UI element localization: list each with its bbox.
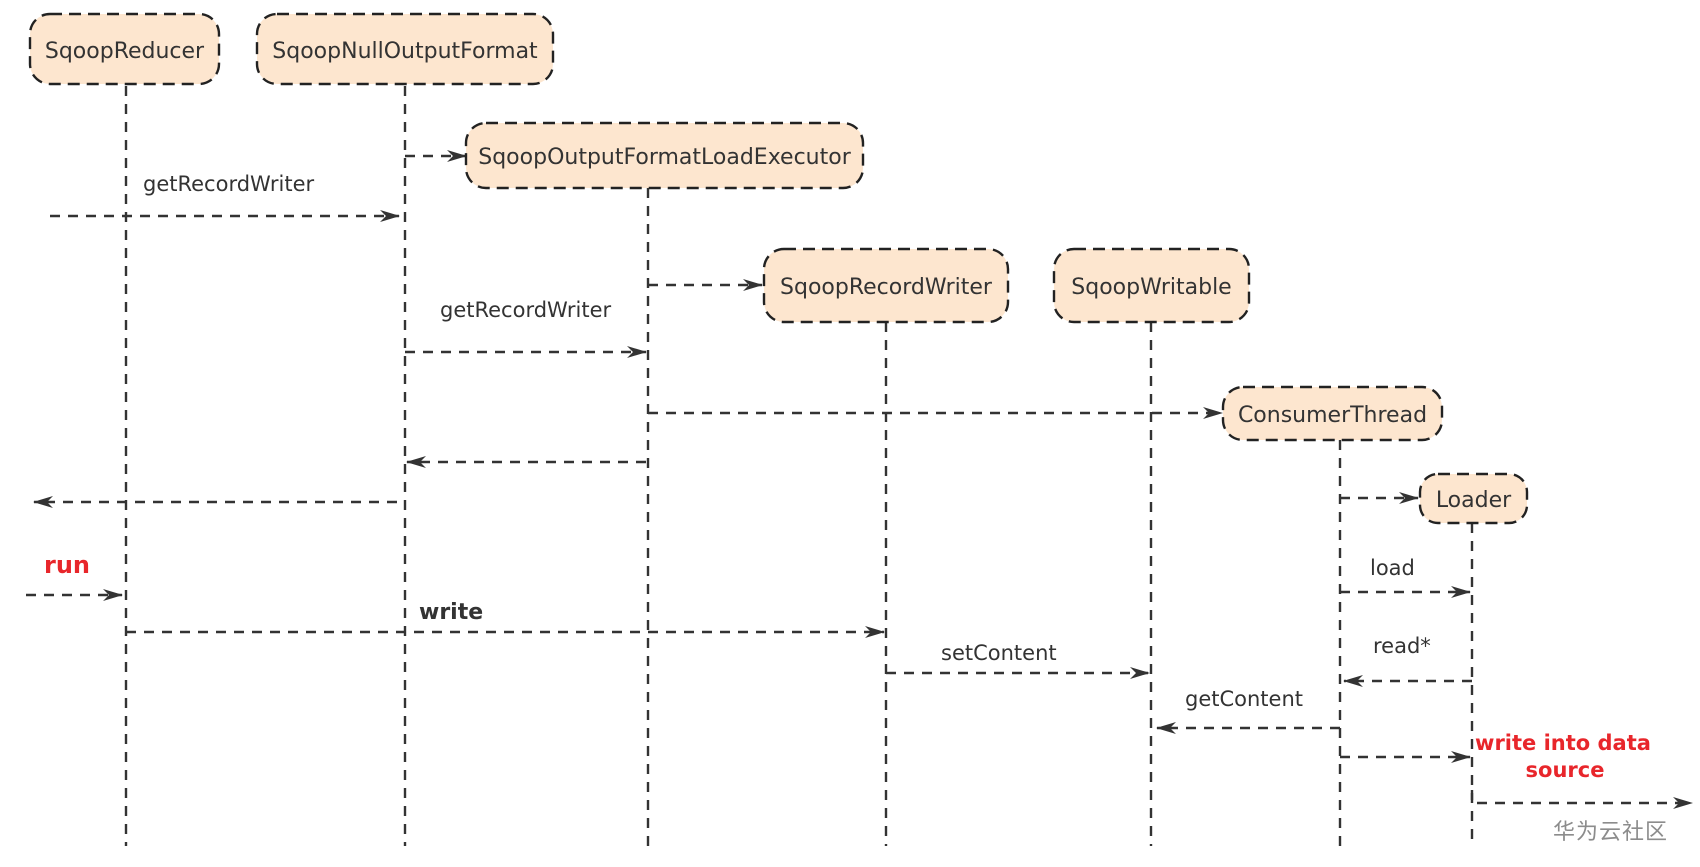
label-set-content: setContent [941,641,1057,665]
participant-consumer-thread: ConsumerThread [1221,385,1444,442]
label-get-content: getContent [1185,687,1303,711]
participant-label-sqoop-record-writer: SqoopRecordWriter [780,275,993,300]
label-write: write [419,600,483,625]
watermark-text: 华为云社区 [1553,820,1669,845]
label-get-record-writer-1: getRecordWriter [143,172,314,196]
participant-sqoop-record-writer: SqoopRecordWriter [762,247,1010,324]
participant-label-consumer-thread: ConsumerThread [1238,403,1427,428]
participant-sqoop-writable: SqoopWritable [1052,247,1251,324]
participant-sqoop-output-format-load-executor: SqoopOutputFormatLoadExecutor [464,121,865,190]
participant-label-sqoop-output-format-load-executor: SqoopOutputFormatLoadExecutor [478,145,851,170]
participant-sqoop-reducer: SqoopReducer [28,12,221,86]
arrow-write-into-data-source [1470,790,1693,809]
label-write-into-data-source-line1: write into data [1475,731,1651,755]
participant-label-sqoop-writable: SqoopWritable [1071,275,1231,300]
message-labels: getRecordWriter getRecordWriter run writ… [44,172,1651,782]
participant-label-loader: Loader [1436,488,1512,513]
participant-sqoop-null-output-format: SqoopNullOutputFormat [255,12,555,86]
label-get-record-writer-2: getRecordWriter [440,298,611,322]
participant-label-sqoop-null-output-format: SqoopNullOutputFormat [272,39,538,64]
label-read: read* [1373,634,1431,658]
message-arrows [26,150,1693,809]
label-run: run [44,551,90,579]
participant-label-sqoop-reducer: SqoopReducer [45,39,205,64]
label-load: load [1370,556,1415,580]
label-write-into-data-source-line2: source [1526,758,1605,782]
lifelines [124,86,1474,846]
participant-loader: Loader [1418,472,1529,525]
